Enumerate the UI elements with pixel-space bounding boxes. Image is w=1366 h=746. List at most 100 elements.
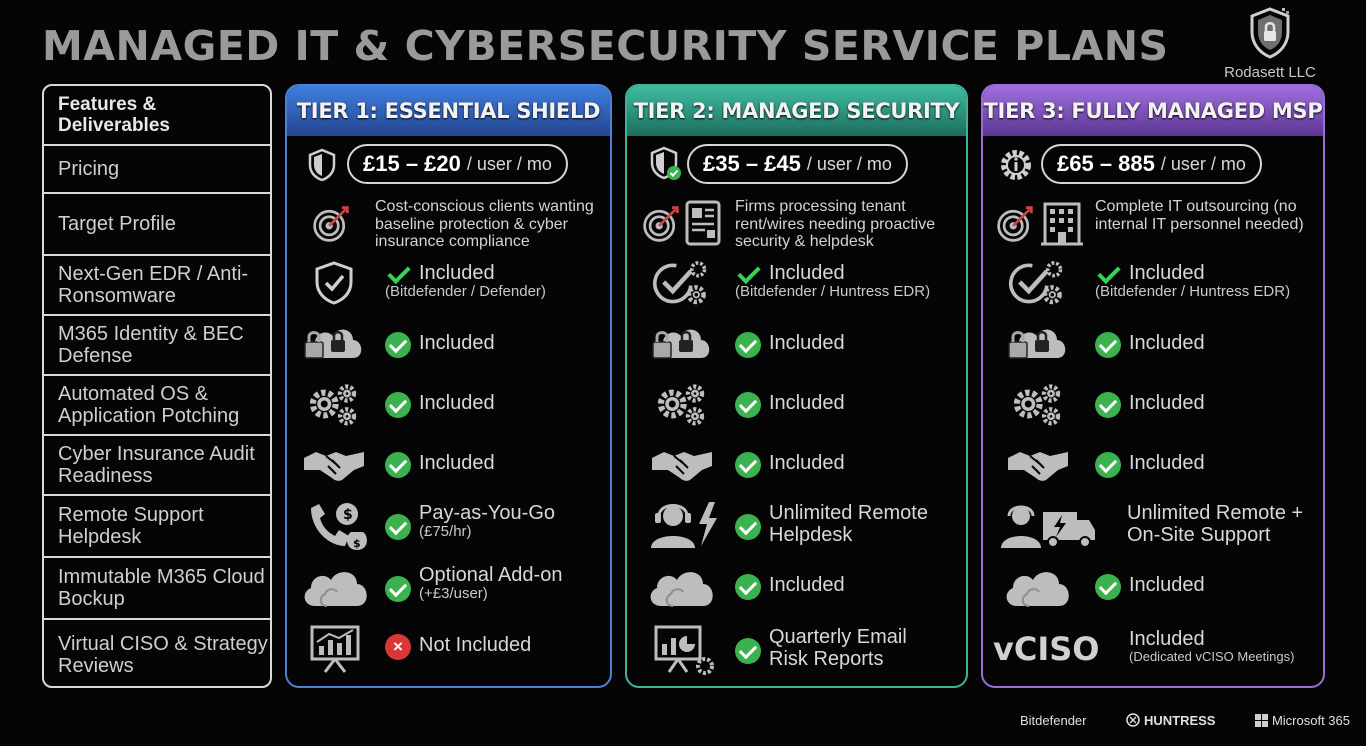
tier-1-helpdesk-note: (£75/hr) [419, 523, 472, 541]
tier-1-price-pill: £15 – £20 / user / mo [347, 144, 568, 184]
gears-icon [653, 380, 709, 428]
check-circle-icon [1095, 452, 1121, 478]
tier-2-helpdesk-status: Unlimited Remote Helpdesk [769, 502, 928, 547]
tier-3-backup-status: Included [1129, 574, 1205, 596]
tier-1-audit-status: Included [419, 452, 495, 474]
tier-3-edr-note: (Bitdefender / Huntress EDR) [1095, 283, 1291, 301]
svg-text:$: $ [343, 507, 353, 523]
svg-text:$: $ [353, 537, 361, 550]
tier-3-header: TIER 3: FULLY MANAGED MSP [983, 86, 1323, 136]
tier-2-backup-status: Included [769, 574, 845, 596]
tier-1-price-unit: / user / mo [466, 153, 552, 174]
info-gear-icon [1001, 150, 1031, 180]
partner-microsoft-label: Microsoft 365 [1271, 712, 1350, 728]
check-circle-icon [1095, 392, 1121, 418]
feature-edr: Next-Gen EDR / Anti-Ronsomware [44, 254, 270, 314]
partner-huntress: HUNTRESS [1126, 712, 1216, 728]
tier-3-helpdesk-status: Unlimited Remote + On-Site Support [1127, 502, 1304, 547]
feature-m365: M365 Identity & BEC Defense [44, 314, 270, 374]
report-chart-icon [654, 625, 714, 675]
tier-2-m365-status: Included [769, 332, 845, 354]
tier-1-edr-status: Included [419, 262, 495, 284]
feature-backup: Immutable M365 Cloud Bockup [44, 556, 270, 618]
check-circle-icon [1095, 332, 1121, 358]
partner-bitdefender: Bitdefender [1020, 713, 1087, 728]
shield-icon [308, 148, 336, 182]
handshake-icon [301, 444, 367, 484]
tier-1-header: TIER 1: ESSENTIAL SHIELD [287, 86, 610, 136]
feature-vciso: Virtual CISO & Strategy Reviews [44, 618, 270, 686]
microsoft-logo-icon [1254, 713, 1268, 727]
shield-lock-icon [1250, 7, 1290, 59]
tier-1-backup-note: (+£3/user) [419, 585, 488, 603]
partner-huntress-label: HUNTRESS [1143, 712, 1216, 728]
page-title: MANAGED IT & CYBERSECURITY SERVICE PLANS [42, 22, 1169, 70]
vciso-label: vCISO [993, 630, 1100, 668]
tier-3-edr-status: Included [1129, 262, 1205, 284]
tier-1-patching-status: Included [419, 392, 495, 414]
feature-patching: Automated OS & Application Potching [44, 374, 270, 434]
tier-2-vciso-status: Quarterly Email Risk Reports [769, 626, 907, 671]
tier-3-price: £65 – 885 [1057, 151, 1155, 176]
feature-helpdesk: Remote Support Helpdesk [44, 494, 270, 556]
check-circle-icon [385, 392, 411, 418]
cloud-lock-icon [303, 322, 367, 362]
tier-3-profile: Complete IT outsourcing (no internal IT … [1095, 198, 1304, 233]
tier-2-audit-status: Included [769, 452, 845, 474]
brand-logo: Rodasett LLC [1208, 6, 1332, 82]
features-column: Features & Deliverables Pricing Target P… [42, 84, 272, 688]
gears-icon [1009, 380, 1065, 428]
tier-1-price: £15 – £20 [363, 151, 461, 176]
check-circle-icon [385, 576, 411, 602]
check-icon [1095, 262, 1121, 288]
handshake-icon [649, 444, 715, 484]
tier-2-edr-status: Included [769, 262, 845, 284]
tier-1-helpdesk-status: Pay-as-You-Go [419, 502, 555, 524]
cloud-lock-icon [1007, 322, 1071, 362]
tier-1-edr-note: (Bitdefender / Defender) [385, 283, 546, 301]
tier-2-price: £35 – £45 [703, 151, 801, 176]
tier-3-price-unit: / user / mo [1160, 153, 1246, 174]
tier-1-profile: Cost-conscious clients wanting baseline … [375, 198, 594, 251]
tier-2-profile: Firms processing tenant rent/wires needi… [735, 198, 936, 251]
check-circle-icon [735, 574, 761, 600]
tier-2-price-pill: £35 – £45 / user / mo [687, 144, 908, 184]
office-building-icon [1041, 202, 1083, 246]
check-icon [735, 262, 761, 288]
brand-name: Rodasett LLC [1224, 64, 1316, 81]
cloud-icon [1003, 566, 1073, 608]
tier-3-vciso-status: Included [1129, 628, 1205, 650]
check-icon [385, 262, 411, 288]
partner-microsoft: Microsoft 365 [1254, 712, 1350, 728]
presentation-chart-icon [310, 625, 360, 673]
check-circle-icon [1095, 574, 1121, 600]
huntress-logo-icon [1126, 713, 1140, 727]
features-header: Features & Deliverables [58, 93, 170, 136]
partner-logos: Bitdefender HUNTRESS Microsoft 365 [1020, 700, 1350, 740]
partner-bitdefender-label: Bitdefender [1020, 712, 1087, 728]
check-circle-icon [735, 392, 761, 418]
check-circle-icon [735, 332, 761, 358]
check-circle-icon [385, 452, 411, 478]
tier-1-card: TIER 1: ESSENTIAL SHIELD £15 – £20 / use… [285, 84, 612, 688]
shield-check-icon [650, 146, 681, 180]
tier-3-vciso-note: (Dedicated vCISO Meetings) [1129, 649, 1295, 665]
shield-check-icon [315, 261, 353, 305]
feature-target-profile: Target Profile [44, 192, 270, 254]
cloud-icon [647, 566, 717, 608]
target-icon [995, 204, 1035, 244]
check-circle-icon [735, 452, 761, 478]
target-icon [641, 204, 681, 244]
tier-1-backup-status: Optional Add-on [419, 564, 563, 586]
support-truck-icon [1001, 505, 1095, 548]
cloud-lock-icon [651, 322, 715, 362]
check-circle-icon [735, 638, 761, 664]
cloud-icon [301, 566, 371, 608]
check-circle-icon [385, 332, 411, 358]
x-circle-icon: × [385, 634, 411, 660]
phone-money-icon: $ $ [311, 503, 367, 550]
check-circle-icon [385, 514, 411, 540]
tier-3-card: TIER 3: FULLY MANAGED MSP £65 – 885 / us… [981, 84, 1325, 688]
gears-icon [305, 380, 361, 428]
tier-2-header: TIER 2: MANAGED SECURITY [627, 86, 966, 136]
